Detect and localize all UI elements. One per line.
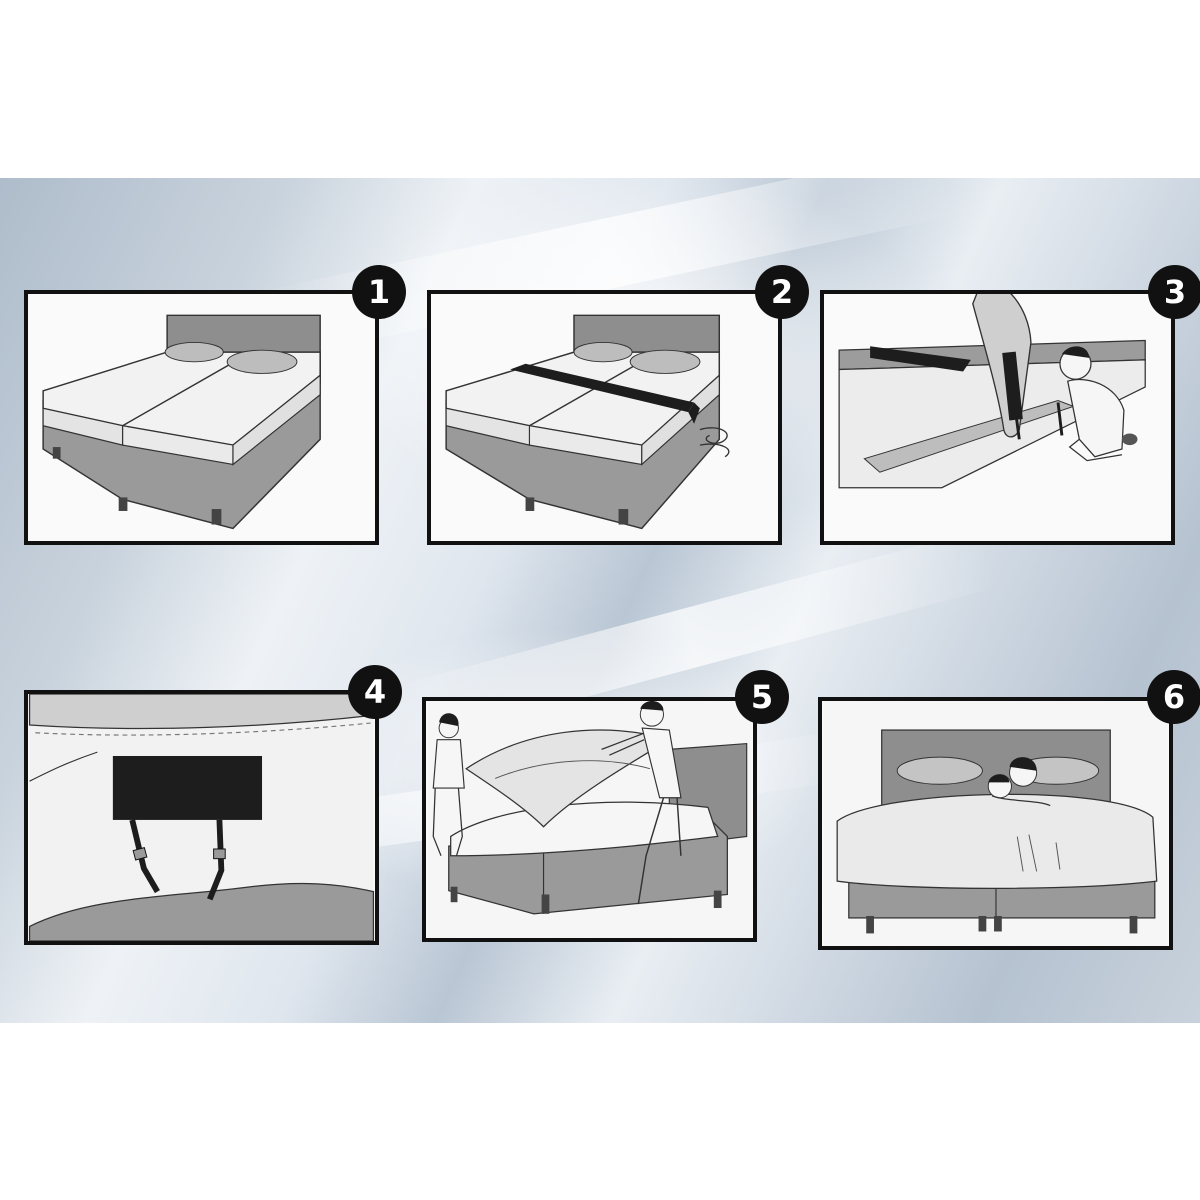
step-5-panel bbox=[422, 697, 757, 942]
step-6-badge: 6 bbox=[1147, 670, 1200, 724]
twin-beds-icon bbox=[42, 314, 321, 530]
step-5-badge: 5 bbox=[735, 670, 789, 724]
step-2-badge: 2 bbox=[755, 265, 809, 319]
man-lifting-mattress-icon bbox=[838, 294, 1146, 489]
step-4-badge: 4 bbox=[348, 665, 402, 719]
step-3-panel bbox=[820, 290, 1175, 545]
bed-strap-icon bbox=[445, 314, 730, 530]
step-1-badge: 1 bbox=[352, 265, 406, 319]
step-4-panel bbox=[24, 690, 379, 945]
strap-buckle-closeup-icon bbox=[28, 694, 375, 941]
step-6-panel bbox=[818, 697, 1173, 950]
step-2-panel bbox=[427, 290, 782, 545]
step-1-panel bbox=[24, 290, 379, 545]
couple-making-bed-icon bbox=[427, 701, 752, 938]
couple-sleeping-icon bbox=[823, 701, 1168, 946]
step-3-badge: 3 bbox=[1148, 265, 1200, 319]
